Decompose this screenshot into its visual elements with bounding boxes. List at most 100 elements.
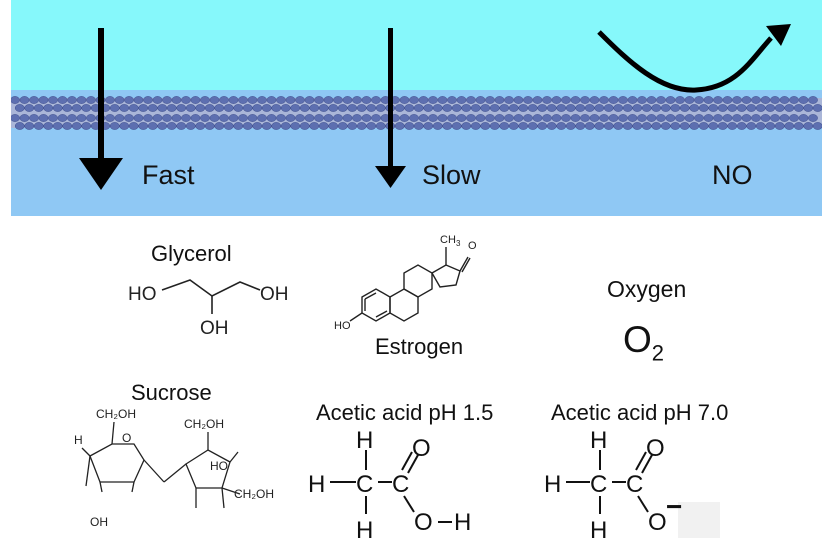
sucrose-ch2oh-3: CH₂OH	[234, 487, 274, 501]
estrogen-structure: CH 3 O HO	[334, 234, 477, 332]
lipid-head	[200, 96, 210, 104]
lipid-head	[618, 96, 628, 104]
lipid-head	[537, 122, 548, 130]
lipid-head	[24, 104, 35, 112]
acetic-15-structure: H H C C O O H H	[308, 427, 471, 544]
lipid-head	[271, 104, 282, 112]
lipid-head	[152, 114, 163, 122]
lipid-head	[62, 122, 73, 130]
lipid-head	[789, 114, 799, 122]
lipid-head	[418, 114, 429, 122]
lipid-head	[499, 122, 510, 130]
lipid-head	[565, 122, 576, 130]
lipid-head	[494, 96, 505, 104]
lipid-head	[162, 114, 172, 122]
lipid-head	[375, 104, 386, 112]
lipid-head	[575, 122, 586, 130]
estrogen-name: Estrogen	[375, 334, 464, 359]
lipid-head	[732, 96, 742, 104]
acetic-70-h-bottom: H	[590, 517, 607, 544]
acetic-15-c1: C	[356, 471, 373, 498]
lipid-head	[779, 114, 790, 122]
lipid-head	[399, 114, 410, 122]
lipid-head	[204, 122, 215, 130]
lipid-head	[651, 104, 662, 112]
lipid-head	[81, 104, 92, 112]
lipid-head	[632, 104, 643, 112]
lipid-head	[228, 114, 239, 122]
lipid-bilayer	[11, 96, 822, 130]
lipid-head	[242, 122, 253, 130]
lipid-head	[732, 114, 742, 122]
lipid-head	[675, 96, 685, 104]
lipid-head	[532, 114, 543, 122]
lipid-head	[485, 114, 495, 122]
lipid-head	[342, 114, 353, 122]
sucrose-structure: CH₂OH CH₂OH CH₂OH H O OH HO	[74, 407, 274, 529]
lipid-head	[660, 104, 671, 112]
lipid-head	[774, 122, 785, 130]
lipid-head	[708, 122, 719, 130]
oxygen-subscript: 2	[651, 340, 665, 366]
acetic-15-c2: C	[392, 471, 409, 498]
acetate-highlight	[678, 502, 720, 538]
lipid-head	[285, 96, 296, 104]
lipid-head	[347, 122, 358, 130]
lipid-head	[242, 104, 253, 112]
lipid-head	[456, 96, 467, 104]
acetic-70-h-top: H	[590, 427, 607, 454]
lipid-head	[589, 114, 600, 122]
lipid-head	[166, 122, 177, 130]
lipid-head	[575, 104, 586, 112]
lipid-head	[561, 114, 571, 122]
lipid-head	[499, 104, 510, 112]
lipid-head	[475, 114, 486, 122]
acetic-70-c1: C	[590, 471, 607, 498]
lipid-head	[494, 114, 505, 122]
lipid-head	[371, 96, 381, 104]
lipid-head	[504, 114, 514, 122]
lipid-head	[713, 114, 723, 122]
lipid-head	[409, 114, 419, 122]
lipid-head	[33, 104, 44, 112]
lipid-head	[394, 122, 405, 130]
lipid-head	[228, 96, 239, 104]
lipid-head	[789, 96, 799, 104]
lipid-head	[404, 104, 415, 112]
lipid-head	[67, 114, 77, 122]
lipid-head	[451, 104, 462, 112]
lipid-head	[181, 114, 191, 122]
lipid-head	[105, 96, 115, 104]
lipid-head	[157, 122, 168, 130]
lipid-head	[613, 104, 624, 112]
lipid-head	[812, 104, 822, 112]
lipid-head	[328, 104, 339, 112]
lipid-head	[290, 104, 301, 112]
lipid-head	[589, 96, 600, 104]
lipid-head	[470, 104, 481, 112]
estrogen-ketone-o: O	[468, 240, 477, 252]
lipid-head	[347, 104, 358, 112]
lipid-head	[43, 104, 54, 112]
lipid-head	[755, 122, 766, 130]
lipid-head	[646, 96, 657, 104]
lipid-head	[418, 96, 429, 104]
lipid-head	[323, 96, 334, 104]
lipid-head	[461, 122, 472, 130]
lipid-head	[209, 96, 220, 104]
lipid-head	[779, 96, 790, 104]
lipid-head	[11, 96, 20, 104]
lipid-head	[542, 96, 552, 104]
lipid-head	[318, 122, 329, 130]
lipid-head	[684, 114, 695, 122]
bounce-arrow	[597, 24, 791, 93]
lipid-head	[656, 96, 666, 104]
lipid-head	[276, 114, 286, 122]
lipid-head	[138, 122, 149, 130]
lipid-head	[361, 114, 372, 122]
glycerol-structure: HO OH OH	[128, 279, 289, 339]
sucrose-ch2oh-1: CH₂OH	[96, 407, 136, 421]
acetic-15-h-left: H	[308, 471, 325, 498]
lipid-head	[556, 104, 567, 112]
lipid-head	[214, 122, 225, 130]
